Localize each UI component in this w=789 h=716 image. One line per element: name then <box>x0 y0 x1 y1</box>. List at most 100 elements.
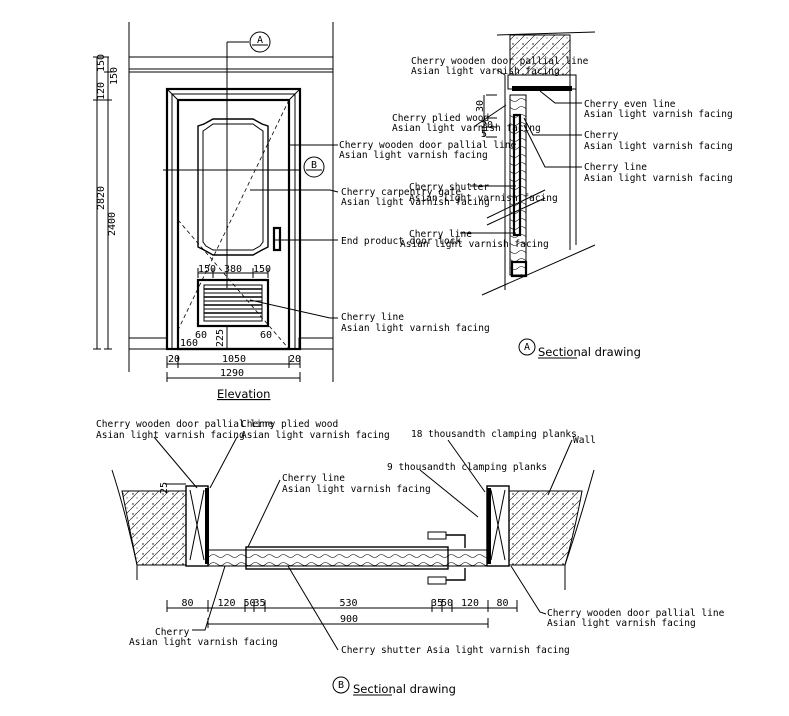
sec-a-label-6-line1: Cherry <box>584 130 619 141</box>
sec-a-label-2-line1: Cherry plied wood <box>392 113 489 124</box>
width-dim-door: 1050 <box>222 354 246 365</box>
baseboard-right <box>298 337 334 350</box>
width-dim-frame-right: 20 <box>289 354 301 365</box>
vdim-top-b: 150 <box>109 67 120 85</box>
vdim-total-height: 2820 <box>96 186 107 210</box>
sec-b-label-1-line1: Cherry wooden door pallial line <box>96 419 274 430</box>
elev-label-1-line1: Cherry wooden door pallial line <box>339 140 517 151</box>
section-b-title-marker-label: B <box>338 680 344 691</box>
vdim-top-a: 150 <box>96 54 107 72</box>
section-a-dim-c: 5 <box>481 129 487 140</box>
handle-outer <box>427 531 447 540</box>
head-jamb <box>512 86 572 91</box>
sec-a-label-2-line2: Asian light varnish facing <box>392 123 541 134</box>
panel-dim-right: 150 <box>253 264 271 275</box>
elevation-title: Elevation <box>217 387 270 401</box>
dim-chain-value: 120 <box>461 598 479 609</box>
section-a-marker-label: A <box>257 35 263 46</box>
louvre-outer <box>196 278 270 328</box>
panel-dim-center: 380 <box>224 264 242 275</box>
dim-chain-value: 50 <box>441 598 453 609</box>
door-lock-handle <box>272 226 282 252</box>
section-b-small-dim: 25 <box>159 482 170 494</box>
lower-dim-right-gap: 60 <box>260 330 272 341</box>
dim-chain-value: 35 <box>253 598 265 609</box>
vdim-top-c: 120 <box>96 82 107 100</box>
sec-a-label-1-line2: Asian light varnish facing <box>411 66 560 77</box>
sec-b-label-5-line1: 9 thousandth clamping planks <box>387 462 547 473</box>
section-b-overall-dim: 900 <box>340 614 358 625</box>
door-frame-outer <box>165 87 302 351</box>
sec-b-label-6-line1: Wall <box>573 435 596 446</box>
section-b-marker-label: B <box>311 160 317 171</box>
dim-chain-value: 120 <box>217 598 235 609</box>
sec-b-label-1-line2: Asian light varnish facing <box>96 430 245 441</box>
sec-b-label-2-line2: Asian light varnish facing <box>241 430 390 441</box>
elev-label-2-line2: Asian light varnish facing <box>341 197 490 208</box>
sec-a-label-3-line2: Asian light varnish facing <box>409 193 558 204</box>
sec-b-label-7-line1: Cherry <box>155 627 190 638</box>
lower-dim-mid: 225 <box>215 329 226 347</box>
dim-chain-value: 35 <box>431 598 443 609</box>
sec-a-label-5-line1: Cherry even line <box>584 99 676 110</box>
sec-a-label-5-line2: Asian light varnish facing <box>584 109 733 120</box>
dim-chain-value: 80 <box>181 598 193 609</box>
sec-b-label-3-line2: Asian light varnish facing <box>282 484 431 495</box>
elev-label-3-line1: End product door lock <box>341 236 461 247</box>
sec-a-label-4-line1: Cherry line <box>409 229 472 240</box>
section-a-title-marker-label: A <box>524 342 530 353</box>
dim-chain-value: 530 <box>339 598 357 609</box>
width-dim-overall: 1290 <box>220 368 244 379</box>
sec-b-label-7-line2: Asian light varnish facing <box>129 637 278 648</box>
sec-a-label-7-line1: Cherry line <box>584 162 647 173</box>
section-a-title-marker <box>518 338 536 356</box>
sec-a-label-1-line1: Cherry wooden door pallial line <box>411 56 589 67</box>
handle-inner <box>427 576 447 585</box>
section-a-marker <box>249 31 271 53</box>
sec-b-label-9-line2: Asian light varnish facing <box>547 618 696 629</box>
wall-right <box>508 490 583 566</box>
section-b-title: Sectional drawing <box>353 682 456 696</box>
section-b-marker <box>303 156 325 178</box>
swing-line-1 <box>177 99 290 331</box>
elev-label-4-line1: Cherry line <box>341 312 404 323</box>
wall-left <box>121 490 187 566</box>
break-line-bottom <box>481 244 596 296</box>
upper-panel <box>197 118 269 256</box>
section-a-dim-b: 20 <box>481 120 493 131</box>
sec-a-label-6-line2: Asian light varnish facing <box>584 141 733 152</box>
wall-concrete-top <box>509 34 571 76</box>
dim-chain-value: 50 <box>243 598 255 609</box>
door-leaf <box>176 98 291 351</box>
dim-chain-ticks <box>166 600 518 612</box>
sec-b-label-3-line1: Cherry line <box>282 473 345 484</box>
sec-a-label-4-line2: Asian light varnish facing <box>400 239 549 250</box>
elevation-view: A B 150 380 150 160 60 <box>93 22 517 401</box>
sec-b-label-4-line1: 18 thousandth clamping planks <box>411 429 577 440</box>
sec-b-label-9-line1: Cherry wooden door pallial line <box>547 608 725 619</box>
section-a-title: Sectional drawing <box>538 345 641 359</box>
sec-a-label-7-line2: Asian light varnish facing <box>584 173 733 184</box>
section-b-title-marker <box>332 676 350 694</box>
door-panel-plan <box>245 546 449 570</box>
elev-label-4-line2: Asian light varnish facing <box>341 323 490 334</box>
sec-b-label-2-line1: Cherry plied wood <box>241 419 338 430</box>
section-a-view: 30 20 5 Cherry wooden door pallial line … <box>392 31 733 359</box>
elev-label-1-line2: Asian light varnish facing <box>339 150 488 161</box>
baseboard-left <box>128 337 168 350</box>
louvre-slats <box>204 288 262 318</box>
elev-label-2-line1: Cherry carpentry gate <box>341 187 461 198</box>
sec-b-label-8-line1: Cherry shutter Asia light varnish facing <box>341 645 570 656</box>
width-dim-frame-left: 20 <box>168 354 180 365</box>
sec-a-label-3-line1: Cherry shutter <box>409 182 489 193</box>
lower-dim-base: 160 <box>180 338 198 349</box>
lower-dim-left-gap: 60 <box>195 330 207 341</box>
section-a-dim-a: 30 <box>475 100 486 112</box>
panel-dim-left: 150 <box>198 264 216 275</box>
dim-chain-value: 80 <box>496 598 508 609</box>
door-leaf-plan <box>207 549 489 567</box>
door-frame-mid <box>171 93 296 350</box>
